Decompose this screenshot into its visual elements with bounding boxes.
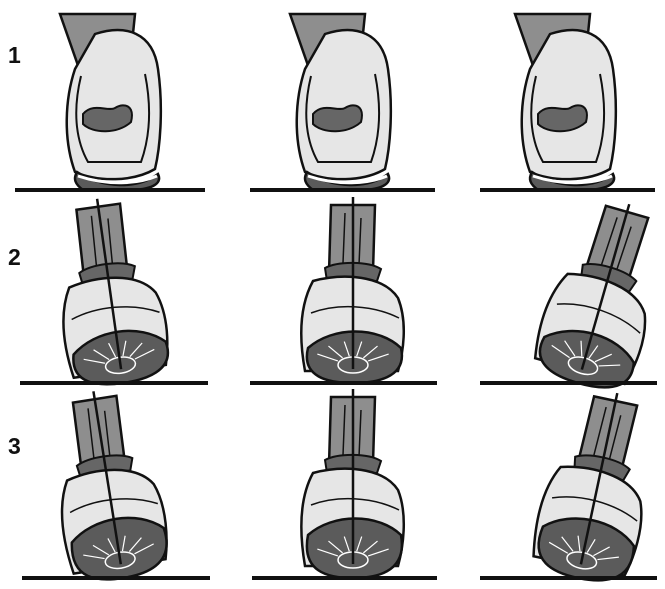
row-1 bbox=[15, 14, 655, 190]
foot-group bbox=[301, 389, 403, 578]
figure-row1-col1 bbox=[15, 14, 205, 190]
figure-row3-col3 bbox=[480, 382, 665, 584]
foot-group bbox=[42, 383, 173, 584]
figure-row1-col3 bbox=[480, 14, 655, 190]
row-label-3: 3 bbox=[8, 433, 21, 460]
foot-group bbox=[301, 197, 403, 383]
figure-row1-col2 bbox=[250, 14, 435, 190]
figure-row2-col2 bbox=[250, 197, 437, 383]
row-label-2: 2 bbox=[8, 244, 21, 271]
foot-group bbox=[528, 190, 665, 397]
figure-row3-col2 bbox=[252, 389, 437, 578]
figure-row3-col1 bbox=[22, 383, 210, 584]
heel-pad bbox=[313, 105, 362, 131]
figure-row2-col1 bbox=[20, 192, 208, 390]
heel-pad bbox=[83, 105, 132, 131]
row-2 bbox=[20, 190, 665, 397]
sole bbox=[307, 519, 402, 579]
row-3 bbox=[22, 382, 665, 584]
foot-group bbox=[46, 192, 173, 390]
heel-pad bbox=[538, 105, 587, 131]
figure-row2-col3 bbox=[480, 190, 665, 397]
row-label-1: 1 bbox=[8, 42, 21, 69]
foot-group bbox=[527, 382, 665, 584]
